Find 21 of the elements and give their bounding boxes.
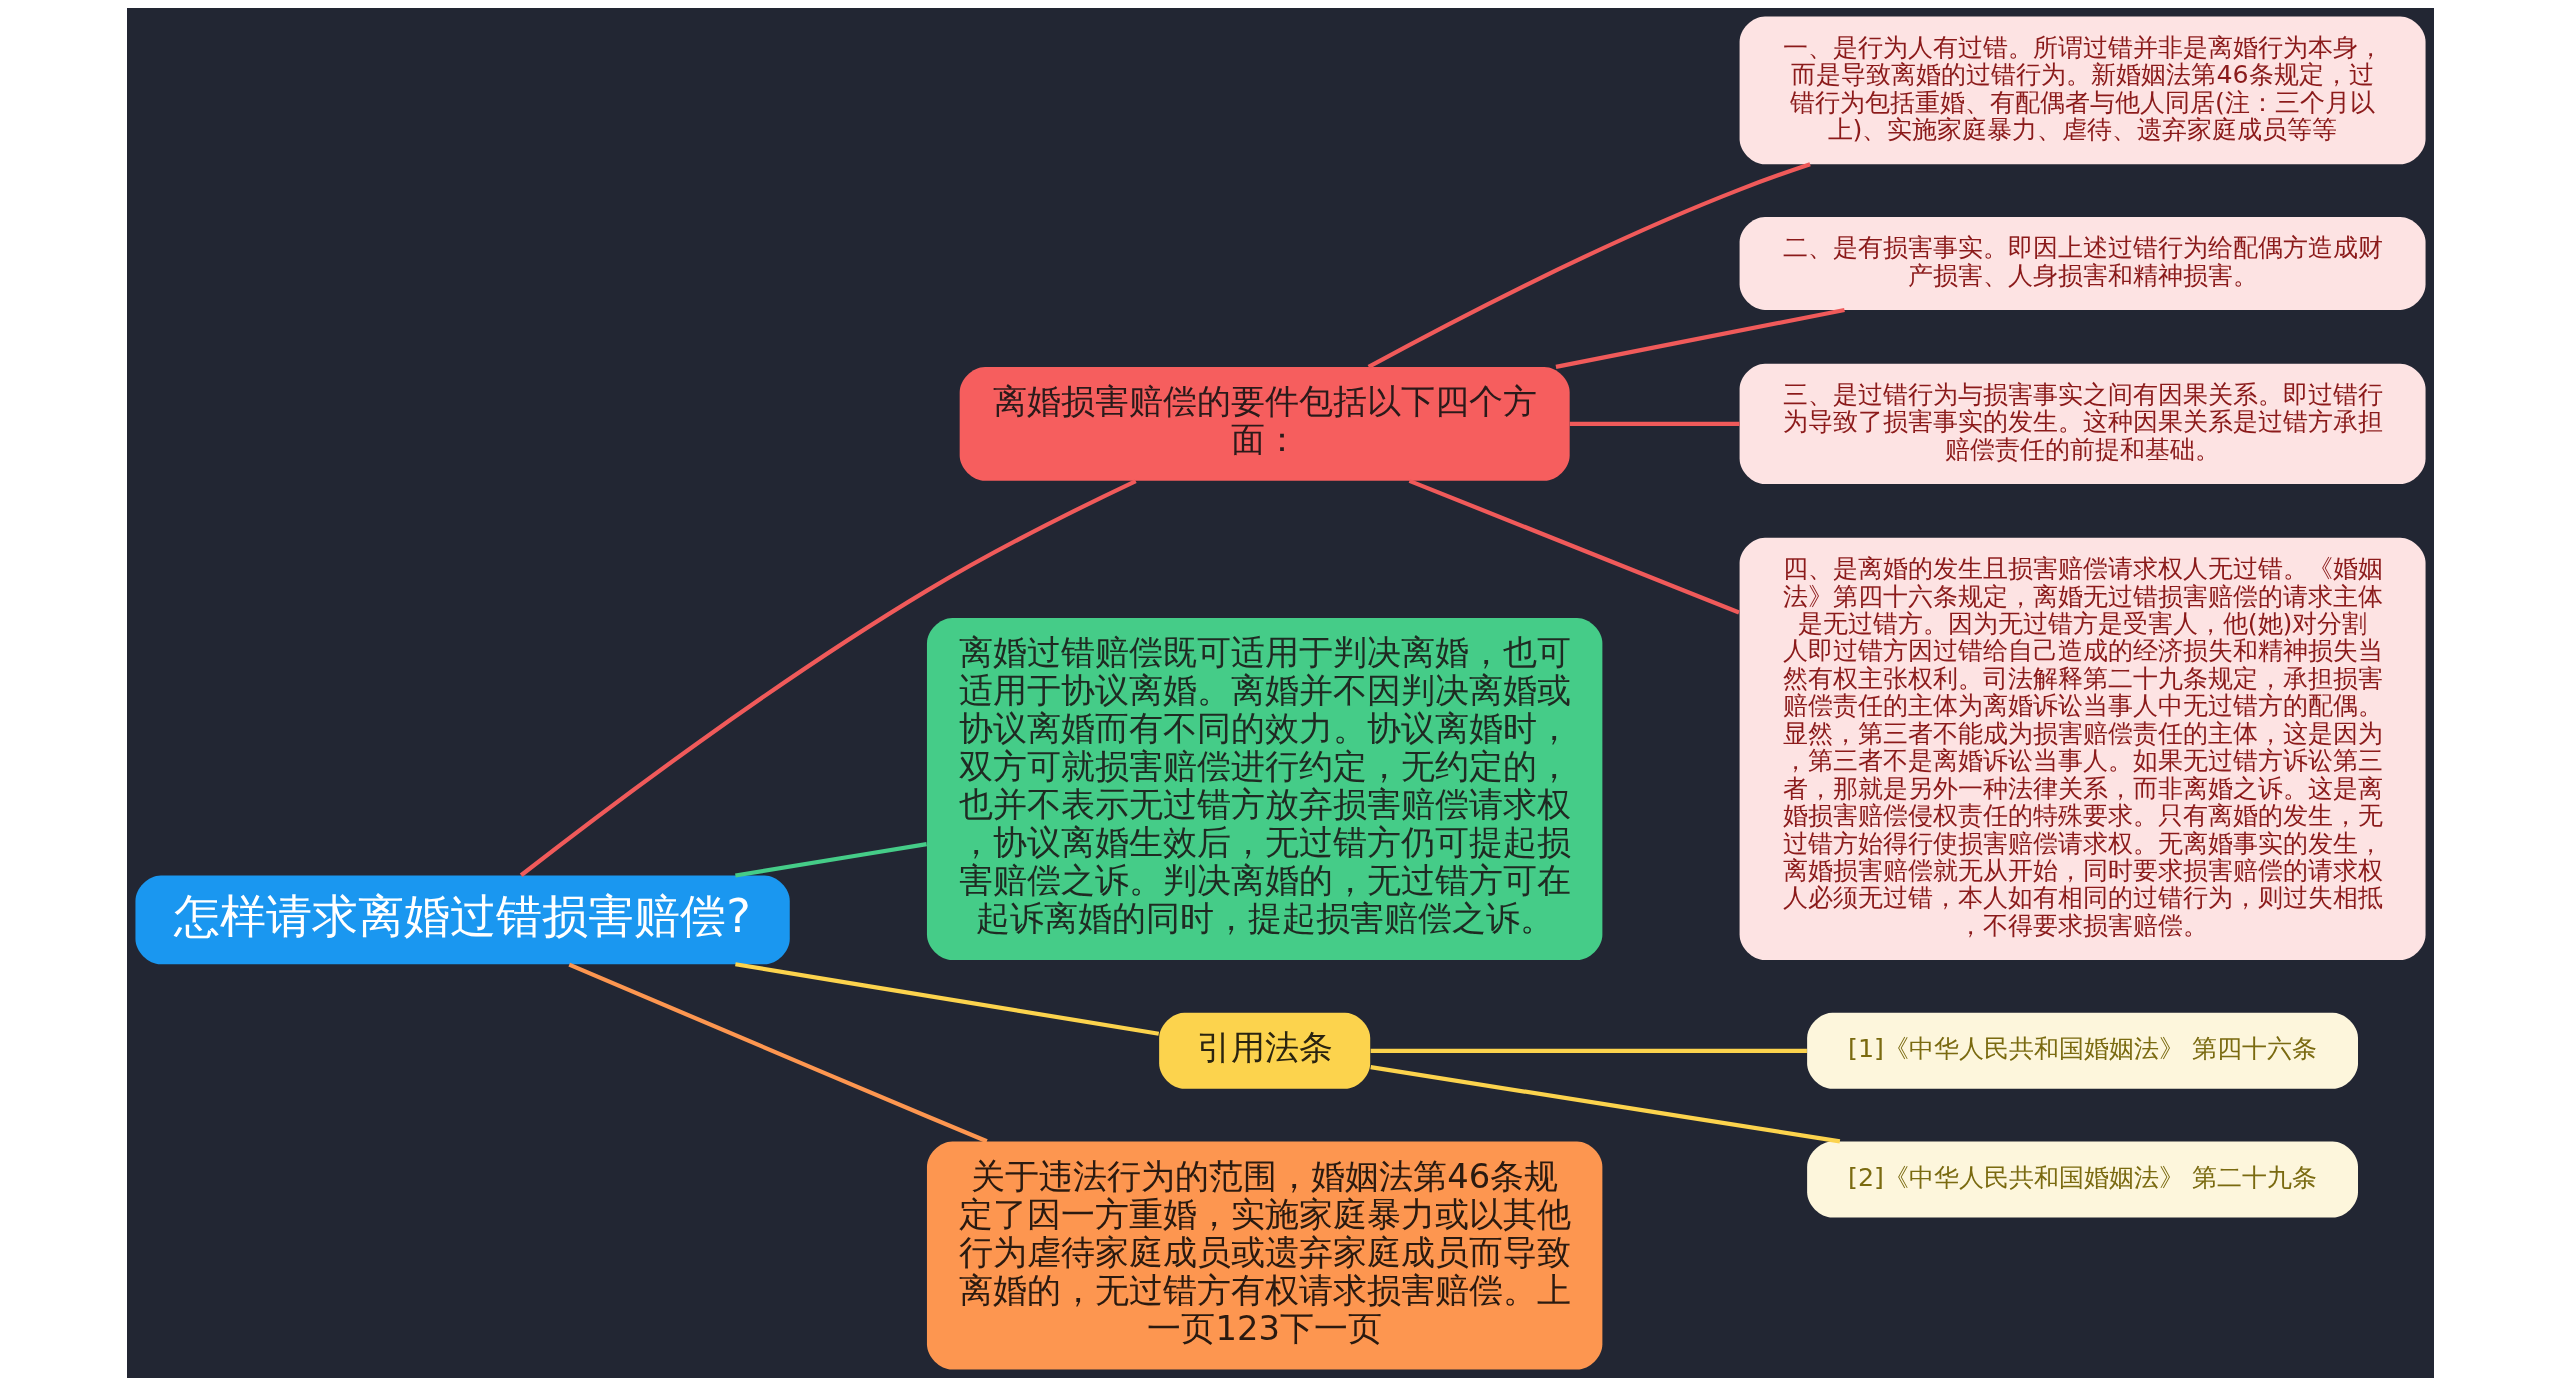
connector bbox=[1369, 1065, 1840, 1144]
node-box: 怎样请求离婚过错损害赔偿? bbox=[134, 875, 790, 965]
node-box: [1]《中华人民共和国婚姻法》 第四十六条 bbox=[1806, 1012, 2358, 1089]
node-box: 关于违法行为的范围，婚姻法第46条规定了因一方重婚，实施家庭暴力或以其他行为虐待家庭成员或遗弃家庭成员而导致离婚的，无过错方有权请求损害赔偿。上一页123下一页 bbox=[926, 1141, 1602, 1370]
connector bbox=[734, 842, 927, 878]
connector bbox=[519, 479, 1137, 877]
node-box: [2]《中华人民共和国婚姻法》 第二十九条 bbox=[1806, 1141, 2358, 1218]
connector bbox=[1569, 421, 1740, 426]
node-box: 离婚损害赔偿的要件包括以下四个方面： bbox=[959, 366, 1570, 481]
connector bbox=[1367, 162, 1811, 369]
node-box: 离婚过错赔偿既可适用于判决离婚，也可适用于协议离婚。离婚并不因判决离婚或协议离婚而有不同的效力。协议离婚时，双方可就损害赔偿进行约定，无约定的，也并不表示无过错方放弃损害赔偿请求权，协议离婚生效后，无过错方仍可提起损害赔偿之诉。判决离婚的，无过错方可在起诉离婚的同时，提起损害赔偿之诉。 bbox=[926, 618, 1602, 960]
connector bbox=[1555, 307, 1845, 369]
node-box: 四、是离婚的发生且损害赔偿请求权人无过错。《婚姻法》第四十六条规定，离婚无过错损害赔偿的请求主体是无过错方。因为无过错方是受害人，他(她)对分割人即过错方因过错给自己造成的经济损失和精神损失当然有权主张权利。司法解释第二十九条规定，承担损害赔偿责任的主体为离婚诉讼当事人中无过错方的配偶。显然，第三者不能成为损害赔偿责任的主体，这是因为，第三者不是离婚诉讼当事人。如果无过错方诉讼第三者，那就是另外一种法律关系，而非离婚之诉。这是离婚损害赔偿侵权责任的特殊要求。只有离婚的发生，无过错方始得行使损害赔偿请求权。无离婚事实的发生，离婚损害赔偿就无从开始，同时要求损害赔偿的请求权人必须无过错，本人如有相同的过错行为，则过失相抵，不得要求损害赔偿。 bbox=[1739, 537, 2426, 960]
connector bbox=[567, 962, 988, 1144]
node-box: 一、是行为人有过错。所谓过错并非是离婚行为本身，而是导致离婚的过错行为。新婚姻法第46条规定，过错行为包括重婚、有配偶者与他人同居(注：三个月以上)、实施家庭暴力、虐待、遗弃家庭成员等等 bbox=[1739, 16, 2426, 165]
connector bbox=[734, 962, 1159, 1036]
connector bbox=[1408, 478, 1740, 615]
node-box: 二、是有损害事实。即因上述过错行为给配偶方造成财产损害、人身损害和精神损害。 bbox=[1739, 217, 2426, 310]
node-box: 引用法条 bbox=[1158, 1012, 1370, 1089]
node-box: 三、是过错行为与损害事实之间有因果关系。即过错行为导致了损害事实的发生。这种因果关系是过错方承担赔偿责任的前提和基础。 bbox=[1739, 363, 2426, 485]
connector bbox=[1370, 1048, 1807, 1053]
